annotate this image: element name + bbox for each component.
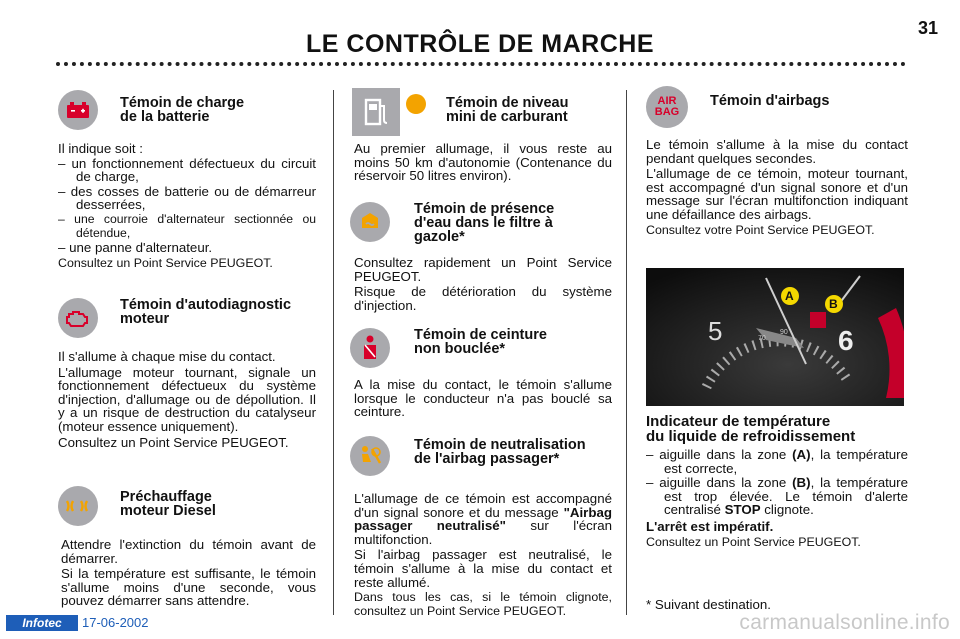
page-number: 31 [917,18,938,38]
temperature-consult: Consultez un Point Service PEUGEOT. [646,534,861,549]
battery-item-3: – une courroie d'alternateur sectionnée … [58,211,316,240]
neutralisation-p1: L'allumage de ce témoin est accompagné d… [354,491,612,547]
gauge-tick-6: 6 [838,325,854,356]
fuel-pump-icon [352,88,400,136]
footnote: * Suivant destination. [646,597,771,612]
seatbelt-p1: A la mise du contact, le témoin s'allume… [354,377,612,420]
autodiag-consult: Consultez un Point Service PEUGEOT. [58,434,289,450]
fuel-warning-light-icon [406,94,426,114]
airbag-warning-icon: AIR BAG [646,86,688,128]
water-p1: Consultez rapidement un Point Service PE… [354,255,612,284]
page-title: LE CONTRÔLE DE MARCHE [306,30,654,58]
infotec-logo: Infotec [6,615,78,631]
prechauffage-p2: Si la température est suffisante, le tém… [61,566,316,609]
gauge-label-a: A [785,289,794,303]
glow-plug-icon [58,486,98,526]
autodiag-p2: L'allumage moteur tournant, signale un f… [58,364,316,434]
airbag-icon-text-bottom: BAG [654,106,680,118]
autodiag-p1: Il s'allume à chaque mise du contact. [58,349,276,364]
battery-item-2: – des cosses de batterie ou de démarreur… [58,183,316,213]
water-in-fuel-icon [350,202,390,242]
water-p2: Risque de détérioration du système d'inj… [354,284,612,313]
airbags-p2: L'allumage de ce témoin, moteur tournant… [646,166,908,222]
temperature-imperatif: L'arrêt est impératif. [646,518,774,534]
footer-date: 17-06-2002 [82,615,149,630]
seatbelt-icon [350,328,390,368]
gauge-label-b: B [829,297,838,311]
watermark: carmanualsonline.info [739,611,950,634]
title-dotted-rule [56,62,906,66]
battery-intro: Il indique soit : [58,141,144,156]
airbags-consult: Consultez votre Point Service PEUGEOT. [646,222,875,237]
battery-icon [58,90,98,130]
gauge-tick-5: 5 [708,316,722,346]
engine-icon [58,298,98,338]
temperature-item-a: – aiguille dans la zone (A), la températ… [646,447,909,476]
airbags-title: Témoin d'airbags [710,93,830,109]
battery-item-4: – une panne d'alternateur. [58,240,213,256]
airbags-p1: Le témoin s'allume à la mise du contact … [646,137,908,166]
neutralisation-p2: Si l'airbag passager est neutralisé, le … [354,547,612,590]
temperature-gauge-photo: 5 6 70 90 A B [646,268,904,406]
column-divider-1 [333,90,334,615]
prechauffage-p1: Attendre l'extinction du témoin avant de… [61,537,316,566]
battery-item-1: – un fonctionnement défectueux du circui… [58,155,316,185]
gauge-tick-90: 90 [780,329,788,336]
battery-consult: Consultez un Point Service PEUGEOT. [58,255,273,270]
airbag-icon-text-top: AIR [657,95,677,107]
column-divider-2 [626,90,627,615]
temperature-item-b: – aiguille dans la zone (B), la températ… [646,475,909,518]
airbag-off-icon [350,436,390,476]
neutralisation-p3: Dans tous les cas, si le témoin clignote… [354,590,612,618]
fuel-p1: Au premier allumage, il vous reste au mo… [354,141,612,184]
gauge-tick-70: 70 [758,335,766,342]
